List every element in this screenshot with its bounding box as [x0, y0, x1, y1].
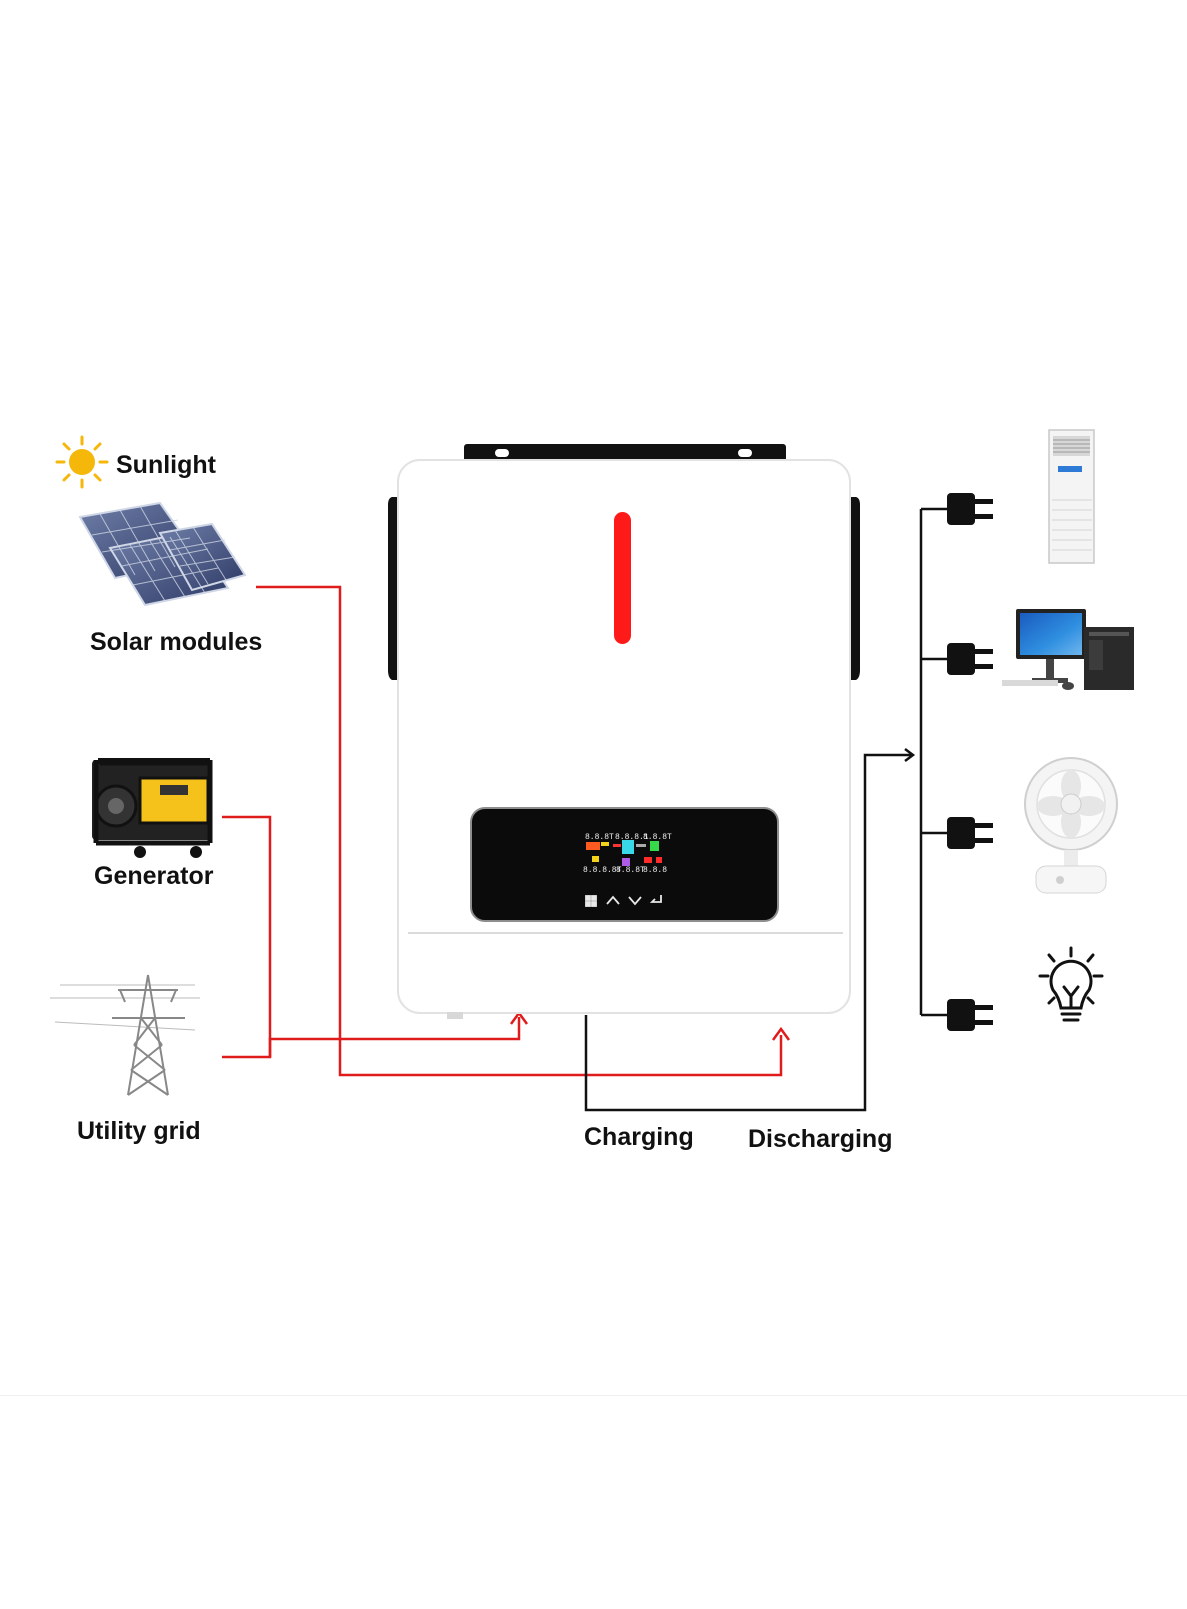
- desktop-computer-icon: [1002, 609, 1134, 690]
- panel-buttons: [585, 895, 662, 907]
- svg-text:8.8.8.8T: 8.8.8.8T: [583, 866, 622, 875]
- svg-text:8.8.8T: 8.8.8T: [643, 833, 672, 842]
- input-arrowheads: [509, 1010, 791, 1041]
- plug-icon: [947, 643, 993, 675]
- down-button-icon[interactable]: [628, 896, 642, 906]
- lcd-display: 8.8.8T 8.8.8.1 8.8.8T 8.8.8.8T 8.8.8T 8.…: [583, 833, 672, 875]
- up-button-icon[interactable]: [606, 895, 620, 905]
- discharging-label: Discharging: [748, 1125, 893, 1153]
- output-lines: [584, 507, 947, 1112]
- air-conditioner-icon: [1048, 429, 1095, 564]
- svg-text:8.8.8T: 8.8.8T: [616, 866, 645, 875]
- bottom-divider: [0, 1395, 1187, 1396]
- enter-button-icon[interactable]: [649, 895, 662, 903]
- plug-icon: [947, 493, 993, 525]
- input-lines: [222, 585, 783, 1077]
- solar-modules-label: Solar modules: [90, 628, 263, 656]
- generator-icon: [92, 758, 213, 858]
- inverter-unit: 8.8.8T 8.8.8.1 8.8.8T 8.8.8.8T 8.8.8T 8.…: [388, 444, 860, 1019]
- svg-text:8.8.8T: 8.8.8T: [585, 833, 614, 842]
- sunlight-label: Sunlight: [116, 451, 216, 479]
- charging-label: Charging: [584, 1123, 694, 1151]
- plug-icon: [947, 999, 993, 1031]
- light-bulb-icon: [1038, 946, 1104, 1022]
- solar-panel-icon: [78, 501, 247, 607]
- sun-icon: [55, 435, 109, 489]
- desk-fan-icon: [1024, 757, 1118, 894]
- utility-grid-label: Utility grid: [77, 1117, 201, 1145]
- svg-text:8.8.8.1: 8.8.8.1: [615, 833, 649, 842]
- generator-label: Generator: [94, 862, 214, 890]
- status-indicator-bar: [614, 512, 631, 644]
- svg-text:8.8.8: 8.8.8: [643, 866, 667, 875]
- power-tower-icon: [50, 974, 200, 1096]
- plug-icon: [947, 817, 993, 849]
- menu-button-icon[interactable]: [585, 895, 597, 907]
